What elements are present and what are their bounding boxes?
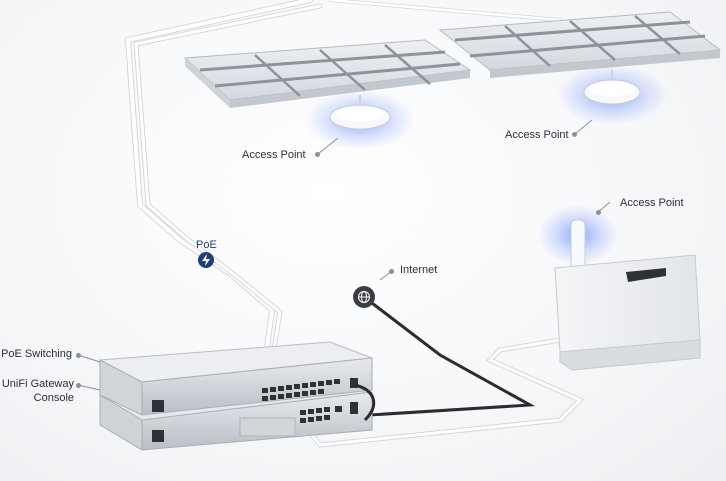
- internet-label: Internet: [400, 264, 438, 276]
- poe-switching-dot: [76, 353, 81, 358]
- white-cables: [124, 0, 585, 448]
- internet-badge: [353, 286, 375, 308]
- internet-cable: [356, 298, 536, 417]
- access-point-label-2: Access Point: [505, 129, 569, 141]
- access-point-device-3: [538, 205, 701, 371]
- poe-badge: [198, 252, 214, 268]
- access-point-label-3: Access Point: [620, 197, 684, 209]
- gateway-dot: [76, 383, 81, 388]
- ceiling-panel-right: [438, 11, 722, 78]
- access-point-1-dot: [315, 152, 320, 157]
- access-point-device-2: [557, 65, 667, 125]
- poe-label: PoE: [196, 239, 217, 251]
- globe-icon: [358, 291, 370, 303]
- poe-switching-label: PoE Switching: [1, 348, 72, 360]
- network-stack: [98, 341, 376, 451]
- gateway-label-line2: Console: [33, 392, 74, 404]
- access-point-3-dot: [596, 210, 601, 215]
- gateway-label-line1: UniFi Gateway: [1, 378, 74, 390]
- access-point-label-1: Access Point: [242, 149, 306, 161]
- access-point-2-dot: [572, 132, 577, 137]
- ceiling-panel-left: [183, 39, 472, 108]
- internet-dot: [389, 269, 394, 274]
- lightning-bolt-icon: [202, 254, 210, 266]
- access-point-device-1: [305, 90, 415, 150]
